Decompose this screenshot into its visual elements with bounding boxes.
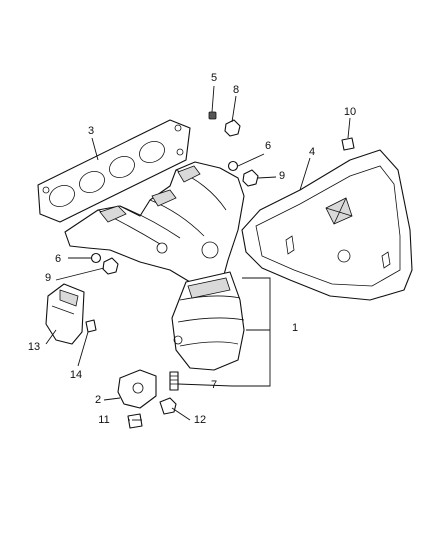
callout-8: 8 xyxy=(232,84,240,96)
leader-lines xyxy=(45,85,351,421)
callout-4: 4 xyxy=(308,146,316,158)
callout-2: 2 xyxy=(94,394,102,406)
manifold-gasket xyxy=(37,119,191,223)
heat-shield xyxy=(241,149,413,301)
callout-12: 12 xyxy=(193,414,207,426)
nut-9-upper xyxy=(242,169,259,187)
bolt-11 xyxy=(127,413,143,429)
callout-11: 11 xyxy=(98,414,110,426)
callout-13: 13 xyxy=(27,341,41,353)
callout-14: 14 xyxy=(69,369,83,381)
small-heat-shield xyxy=(45,283,85,345)
fasteners xyxy=(85,111,355,429)
callout-6-lower: 6 xyxy=(54,253,62,265)
catalytic-converter xyxy=(171,271,245,371)
callout-3: 3 xyxy=(87,125,95,137)
nut-5 xyxy=(208,111,217,120)
callout-1: 1 xyxy=(291,322,299,334)
bracket xyxy=(117,369,157,409)
nut-9-lower xyxy=(102,257,119,275)
nut-8 xyxy=(224,119,241,137)
callout-9-lower: 9 xyxy=(44,272,52,284)
callout-6-upper: 6 xyxy=(264,140,272,152)
bolt-10 xyxy=(341,137,355,151)
stud-7 xyxy=(169,371,179,391)
callout-9-upper: 9 xyxy=(278,170,286,182)
washer-6-lower xyxy=(90,252,102,264)
callout-10: 10 xyxy=(343,106,357,118)
callout-5: 5 xyxy=(210,72,218,84)
bolt-12 xyxy=(159,397,177,415)
bolt-14 xyxy=(85,319,97,333)
exhaust-manifold xyxy=(64,161,245,283)
callout-7: 7 xyxy=(210,379,218,391)
washer-6-upper xyxy=(227,160,239,172)
